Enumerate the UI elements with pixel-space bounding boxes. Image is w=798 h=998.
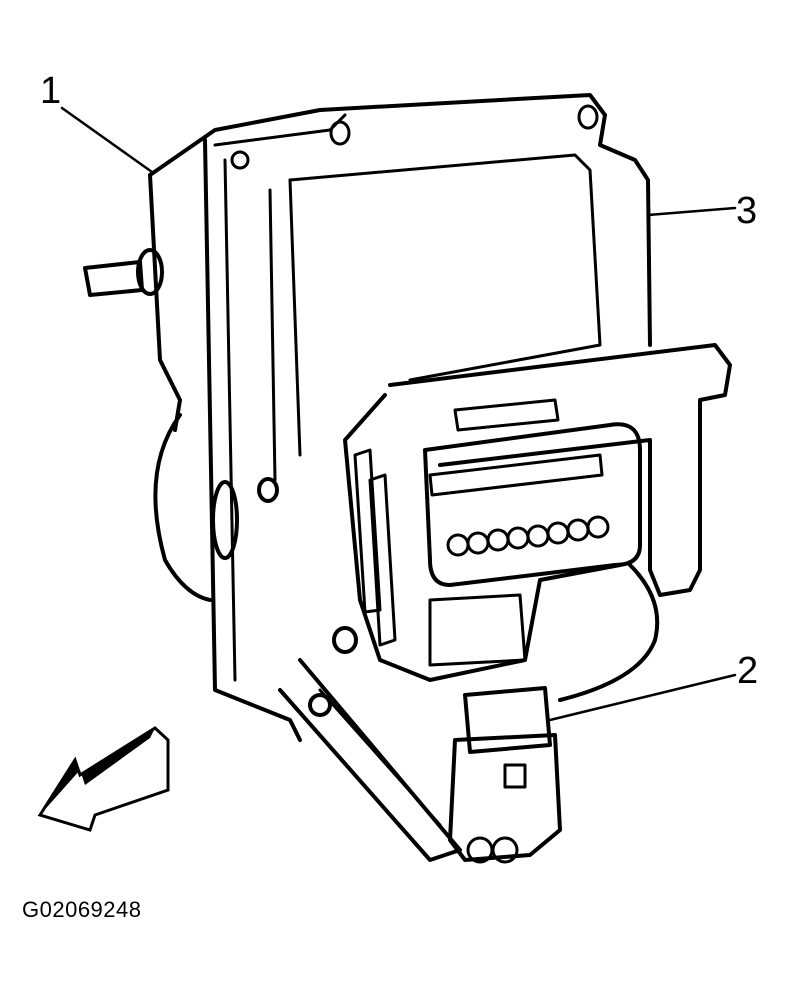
leader-line-2 xyxy=(548,673,737,722)
callout-3: 3 xyxy=(736,190,758,232)
leader-line-1 xyxy=(60,106,154,174)
callout-2: 2 xyxy=(737,650,759,692)
motor-shaft xyxy=(83,248,358,717)
leader-lines xyxy=(60,106,737,722)
connector-housing xyxy=(343,343,732,682)
front-arrow-icon xyxy=(37,726,170,832)
leader-line-3 xyxy=(646,206,737,217)
pigtail-connector xyxy=(278,563,660,864)
module-housing xyxy=(148,93,652,742)
callout-1: 1 xyxy=(40,70,62,112)
figure-identifier: G02069248 xyxy=(22,897,142,922)
